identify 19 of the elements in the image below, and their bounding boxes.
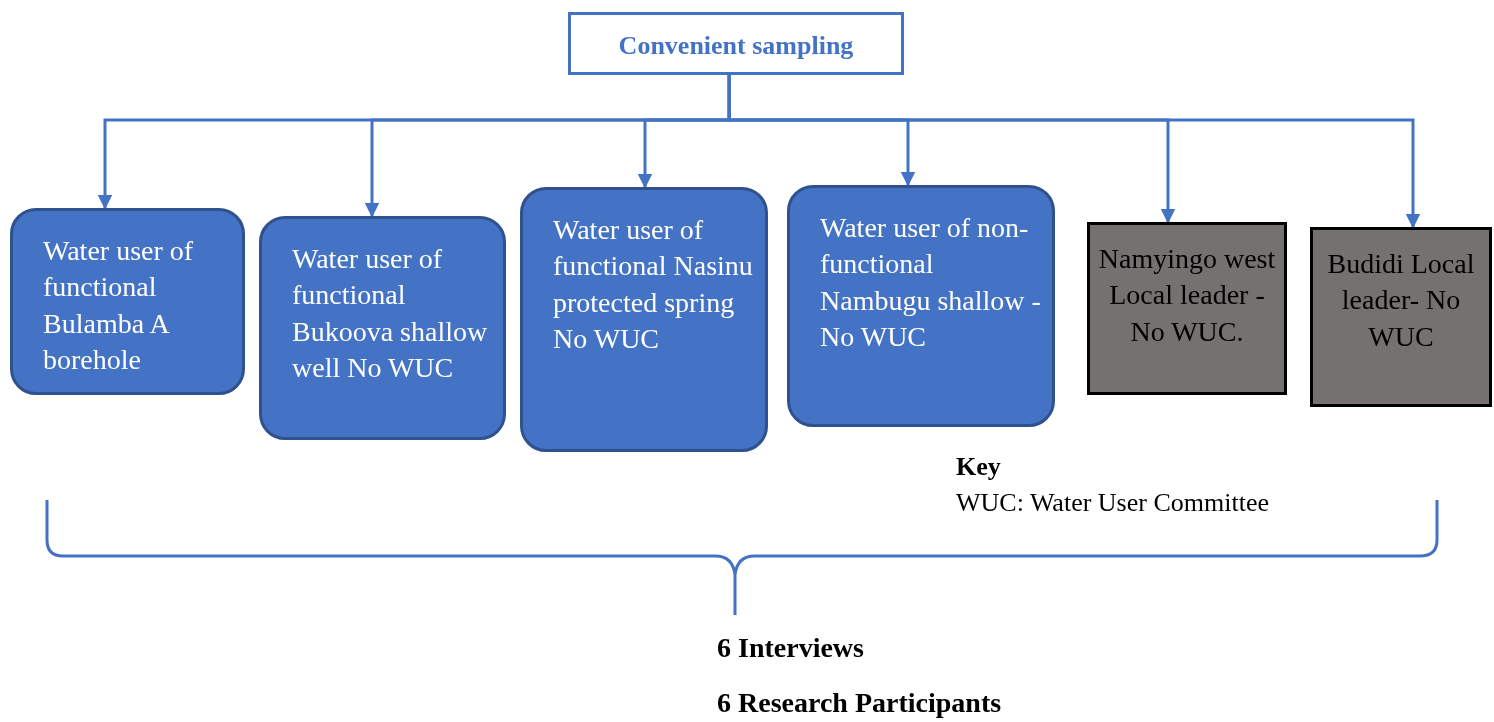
summary-text: 6 Interviews (717, 632, 864, 664)
process-box (1087, 222, 1287, 395)
node-text: Water user of functional Nasinu protected spring No WUC (553, 213, 754, 357)
node-text: Budidi Local leader- No WUC (1326, 247, 1476, 354)
node-text: Water user of non-functional Nambugu shallow - No WUC (820, 211, 1042, 355)
process-box (10, 208, 245, 395)
key-text: WUC: Water User Committee (956, 488, 1269, 518)
node-text: Water user of functional Bulamba A borehole (43, 234, 195, 378)
summary-text: 6 Research Participants (717, 687, 1002, 719)
node-text: Convenient sampling (617, 30, 855, 62)
title-box (568, 12, 904, 75)
key-heading: Key (956, 452, 1001, 482)
arrow (727, 75, 1421, 229)
node-text: Water user of functional Bukoova shallow well No WUC (292, 242, 489, 386)
process-box (259, 216, 506, 440)
process-box (520, 187, 768, 452)
process-box (1310, 227, 1492, 407)
process-box (787, 185, 1055, 427)
node-text: Namyingo west Local leader - No WUC. (1097, 242, 1277, 349)
